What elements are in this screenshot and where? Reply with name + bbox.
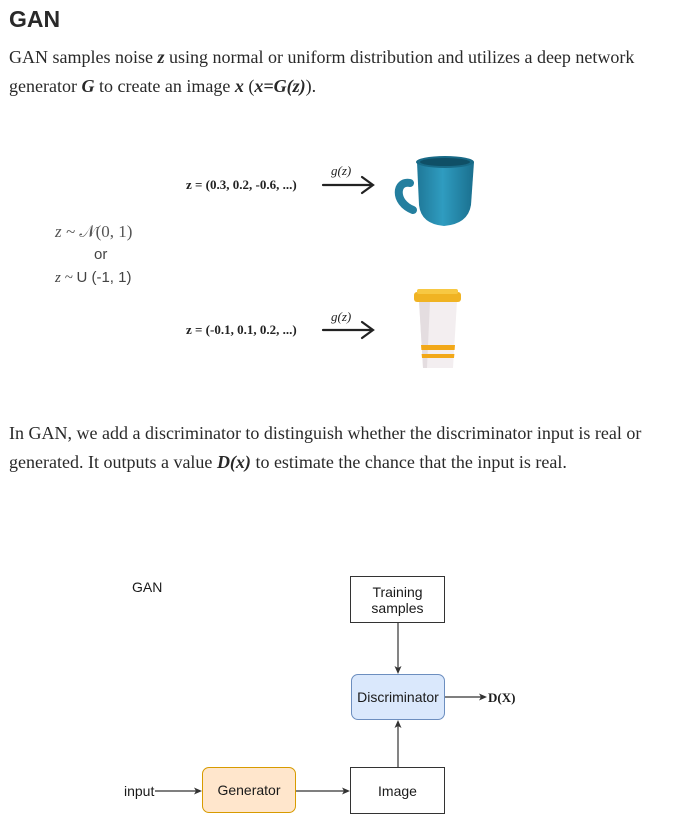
- generator-mapping-label-1: g(z): [331, 163, 352, 178]
- section-title: GAN: [9, 6, 61, 32]
- discriminator-node: Discriminator: [351, 674, 445, 720]
- discriminator-paragraph: In GAN, we add a discriminator to distin…: [9, 423, 642, 472]
- generator-mapping-label-2: g(z): [331, 309, 352, 324]
- output-label: D(X): [488, 690, 516, 705]
- uniform-distribution: z ~ U (-1, 1): [55, 269, 132, 286]
- generator-node: Generator: [202, 767, 296, 813]
- noise-sample-1: z = (0.3, 0.2, -0.6, ...): [186, 177, 297, 192]
- image-node: Image: [350, 767, 445, 814]
- normal-distribution: z ~ 𝒩(0, 1): [55, 222, 133, 241]
- noise-sample-2: z = (-0.1, 0.1, 0.2, ...): [186, 322, 297, 337]
- input-label: input: [124, 783, 155, 799]
- diagram-title: GAN: [132, 579, 163, 595]
- or-label: or: [94, 246, 108, 263]
- intro-paragraph: GAN samples noise z using normal or unif…: [9, 47, 635, 96]
